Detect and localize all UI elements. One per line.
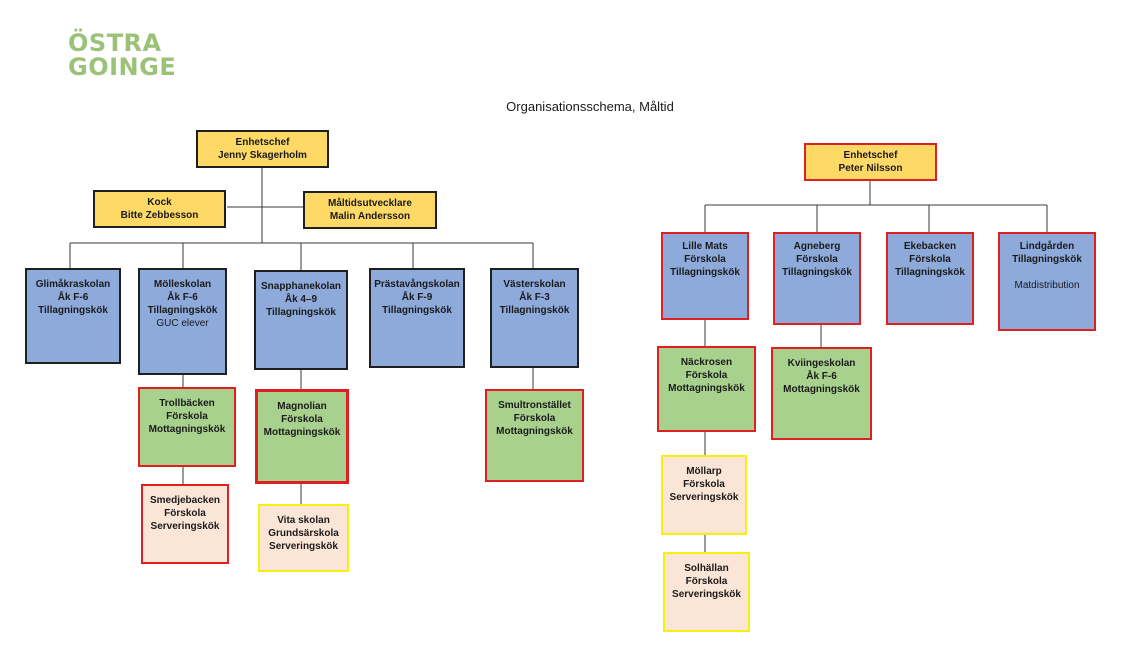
box-text-line: Snapphanekolan — [260, 281, 341, 292]
box-text-line: Mottagningskök — [496, 426, 573, 437]
box-text-line: Mölleskolan — [153, 279, 212, 290]
box-text-line: Mottagningskök — [263, 427, 341, 438]
box-text-line: GUC elever — [156, 318, 209, 329]
logo-line-1: ÖSTRA — [68, 29, 162, 57]
box-text-line: Förskola — [166, 411, 208, 422]
box-text-line: Magnolian — [277, 401, 327, 412]
box-text-line: Åk F-6 — [806, 371, 837, 382]
box-text-line: Peter Nilsson — [838, 163, 903, 174]
box-text-line: Enhetschef — [235, 137, 290, 148]
box-text-line: Tillagningskök — [782, 267, 852, 278]
chart-title: Organisationsschema, Måltid — [506, 99, 674, 114]
box-text-line: Lille Mats — [682, 241, 728, 252]
box-text-line: Tillagningskök — [670, 267, 740, 278]
box-text-line: Förskola — [513, 413, 556, 424]
box-text-line: Tillagningskök — [1012, 254, 1082, 265]
box-text-line: Förskola — [685, 370, 728, 381]
box-text-line: Smultronstället — [498, 400, 571, 411]
ostra-goinge-logo: ÖSTRA GOINGE — [68, 31, 188, 79]
box-text-line: Förskola — [909, 254, 951, 265]
box-text-line: Åk F-6 — [167, 292, 198, 303]
box-text-line: Tillagningskök — [38, 305, 108, 316]
box-text-line: Agneberg — [793, 241, 841, 252]
box-text-line: Förskola — [684, 254, 726, 265]
box-text-line: Åk F-9 — [401, 292, 433, 303]
box-text-line: Lindgården — [1019, 241, 1075, 252]
box-text-line: Bitte Zebbesson — [120, 210, 199, 221]
logo-line-2: GOINGE — [68, 53, 177, 81]
box-text-line: Vita skolan — [277, 515, 330, 526]
box-text-line: Serveringskök — [269, 541, 338, 552]
box-text-line: Förskola — [683, 479, 725, 490]
box-text-line: Matdistribution — [1014, 280, 1080, 291]
box-text-line: Mottagningskök — [783, 384, 860, 395]
box-text-line: Prästavångskolan — [374, 279, 460, 290]
box-text-line: Mottagningskök — [668, 383, 745, 394]
box-text-line: Glimåkraskolan — [35, 279, 111, 290]
box-text-line: Serveringskök — [150, 521, 220, 532]
box-text-line: Förskola — [685, 576, 728, 587]
box-text-line: Solhällan — [684, 563, 729, 574]
box-text-line: Västerskolan — [503, 279, 566, 290]
box-text-line: Åk F-6 — [57, 292, 89, 303]
box-text-line: Mottagningskök — [148, 424, 226, 435]
box-text-line: Jenny Skagerholm — [218, 150, 307, 161]
box-text-line: Malin Andersson — [329, 211, 411, 222]
box-text-line: Förskola — [796, 254, 838, 265]
box-text-line: Tillagningskök — [266, 307, 336, 318]
box-text-line: Måltidsutvecklare — [328, 198, 412, 209]
box-text-line: Grundsärskola — [268, 528, 339, 539]
box-text-line: Förskola — [164, 508, 206, 519]
box-text-line: Enhetschef — [843, 150, 898, 161]
box-text-line: Tillagningskök — [382, 305, 452, 316]
box-text-line: Serveringskök — [669, 492, 739, 503]
box-text-line: Åk F-3 — [519, 292, 550, 303]
box-text-line: Ekebacken — [903, 241, 957, 252]
box-text-line: Näckrosen — [680, 357, 733, 368]
box-text-line: Trollbäcken — [159, 398, 215, 409]
box-text-line: Smedjebacken — [149, 495, 221, 506]
box-text-line: Kock — [147, 197, 172, 208]
box-text-line: Serveringskök — [672, 589, 741, 600]
box-text-line: Tillagningskök — [895, 267, 965, 278]
box-text-line: Kviingeskolan — [787, 358, 856, 369]
box-text-line: Tillagningskök — [147, 305, 218, 316]
box-text-line: Möllarp — [686, 466, 722, 477]
box-text-line: Tillagningskök — [499, 305, 570, 316]
box-text-line: Åk 4–9 — [284, 294, 318, 305]
box-text-line: Förskola — [281, 414, 323, 425]
